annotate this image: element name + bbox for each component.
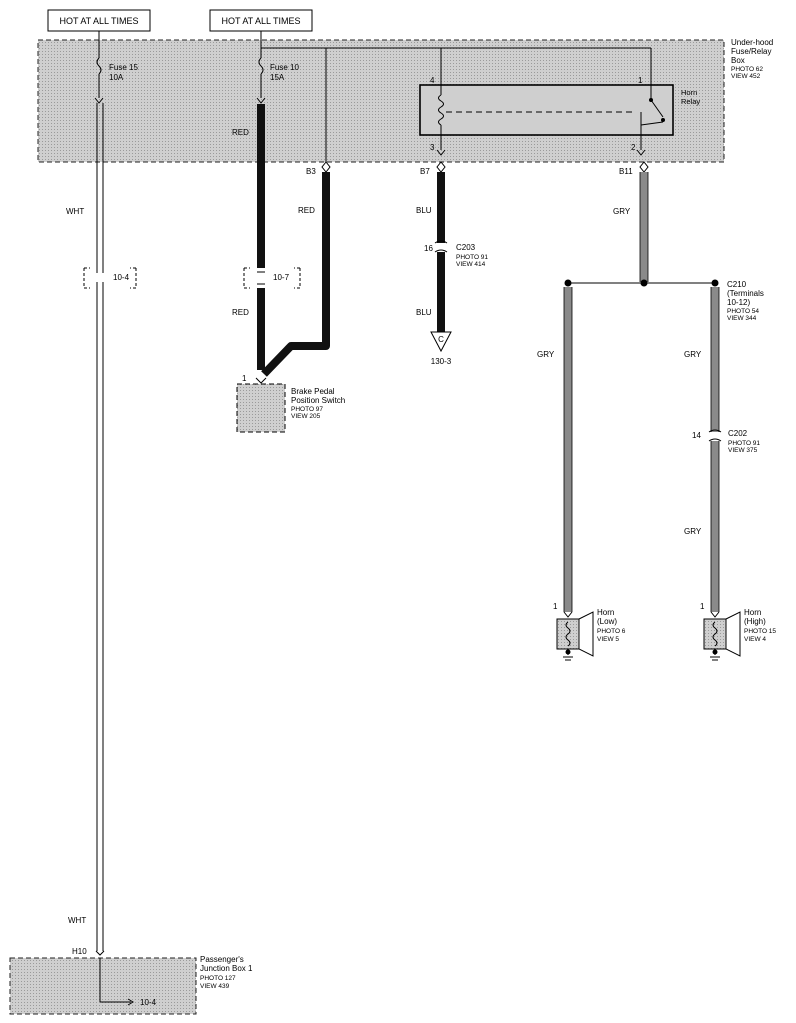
- horn-high: 1 Horn (High) PHOTO 15 VIEW 4: [700, 602, 776, 661]
- svg-text:B11: B11: [619, 167, 633, 176]
- svg-text:14: 14: [692, 431, 701, 440]
- svg-text:RED: RED: [232, 128, 249, 137]
- fuse-box-internal-wiring: [261, 47, 652, 162]
- wire-gry-main: B11 GRY: [613, 161, 649, 282]
- svg-text:Under-hood: Under-hood: [731, 38, 773, 47]
- svg-text:PHOTO 91: PHOTO 91: [728, 440, 760, 447]
- junction-box: H10 10-4 Passenger's Junction Box 1 PHOT…: [9, 947, 253, 1015]
- svg-text:VIEW 4: VIEW 4: [744, 636, 766, 643]
- svg-text:C: C: [438, 335, 444, 344]
- svg-text:GRY: GRY: [613, 207, 631, 216]
- svg-text:130-3: 130-3: [431, 357, 452, 366]
- svg-text:VIEW 414: VIEW 414: [456, 261, 486, 268]
- connector-c202: 14 C202 PHOTO 91 VIEW 375: [692, 429, 760, 454]
- wire-gry-horn-low: GRY: [537, 287, 573, 612]
- fuse-15: Fuse 15 10A: [94, 40, 138, 104]
- svg-text:PHOTO 127: PHOTO 127: [200, 975, 236, 982]
- svg-text:GRY: GRY: [684, 527, 702, 536]
- svg-text:WHT: WHT: [68, 916, 86, 925]
- svg-text:1: 1: [553, 602, 558, 611]
- svg-text:VIEW 5: VIEW 5: [597, 636, 619, 643]
- brake-pedal-switch: 1 Brake Pedal Position Switch PHOTO 97 V…: [236, 374, 345, 433]
- svg-text:1: 1: [638, 76, 643, 85]
- connector-c203: 16 C203 PHOTO 91 VIEW 414: [424, 240, 488, 268]
- svg-text:BLU: BLU: [416, 206, 432, 215]
- svg-text:VIEW 375: VIEW 375: [728, 447, 758, 454]
- svg-text:PHOTO 91: PHOTO 91: [456, 254, 488, 261]
- offpage-connector-c: C 130-3: [430, 331, 452, 366]
- svg-text:HOT AT ALL TIMES: HOT AT ALL TIMES: [221, 16, 300, 26]
- svg-text:GRY: GRY: [684, 350, 702, 359]
- svg-text:3: 3: [430, 143, 435, 152]
- horn-relay: Horn Relay 4 1 3 2: [419, 76, 700, 156]
- svg-text:Fuse/Relay: Fuse/Relay: [731, 47, 771, 56]
- svg-text:Horn: Horn: [681, 88, 697, 97]
- svg-text:B7: B7: [420, 167, 430, 176]
- wire-red-fuse10: RED RED: [232, 104, 265, 370]
- svg-text:4: 4: [430, 76, 435, 85]
- svg-text:Fuse 10: Fuse 10: [270, 63, 299, 72]
- wire-gry-horn-high: GRY GRY: [684, 287, 720, 612]
- svg-text:PHOTO 15: PHOTO 15: [744, 628, 776, 635]
- svg-text:HOT AT ALL TIMES: HOT AT ALL TIMES: [59, 16, 138, 26]
- ref-10-4: 10-4: [83, 267, 137, 289]
- svg-text:PHOTO 62: PHOTO 62: [731, 66, 763, 73]
- svg-text:Passenger's: Passenger's: [200, 955, 244, 964]
- svg-text:Position Switch: Position Switch: [291, 396, 345, 405]
- splice-c210: C210 (Terminals 10-12) PHOTO 54 VIEW 344: [564, 279, 764, 322]
- svg-text:Fuse 15: Fuse 15: [109, 63, 138, 72]
- wire-blu: B7 BLU BLU: [416, 161, 446, 332]
- svg-text:PHOTO 97: PHOTO 97: [291, 406, 323, 413]
- svg-text:C210: C210: [727, 280, 747, 289]
- svg-text:10-4: 10-4: [140, 998, 157, 1007]
- svg-text:1: 1: [700, 602, 705, 611]
- svg-text:VIEW 452: VIEW 452: [731, 73, 761, 80]
- svg-text:10-12): 10-12): [727, 298, 750, 307]
- svg-text:10-7: 10-7: [273, 273, 290, 282]
- svg-text:PHOTO 54: PHOTO 54: [727, 308, 759, 315]
- wire-red-b3: B3 RED: [261, 161, 331, 377]
- fuse-10: Fuse 10 15A: [256, 40, 299, 104]
- svg-text:WHT: WHT: [66, 207, 84, 216]
- svg-text:GRY: GRY: [537, 350, 555, 359]
- horn-low: 1 Horn (Low) PHOTO 6 VIEW 5: [553, 602, 626, 661]
- svg-text:16: 16: [424, 244, 433, 253]
- svg-text:Brake Pedal: Brake Pedal: [291, 387, 335, 396]
- ref-10-7: 10-7: [243, 267, 301, 289]
- svg-text:PHOTO 6: PHOTO 6: [597, 628, 626, 635]
- svg-text:15A: 15A: [270, 73, 285, 82]
- svg-text:(Low): (Low): [597, 617, 617, 626]
- svg-text:Horn: Horn: [744, 608, 761, 617]
- fuse-relay-box: Under-hood Fuse/Relay Box PHOTO 62 VIEW …: [37, 38, 773, 163]
- svg-text:Relay: Relay: [681, 97, 700, 106]
- wire-wht: WHT WHT: [66, 103, 104, 951]
- svg-text:VIEW 344: VIEW 344: [727, 315, 757, 322]
- svg-text:B3: B3: [306, 167, 316, 176]
- svg-text:Box: Box: [731, 56, 745, 65]
- svg-text:H10: H10: [72, 947, 87, 956]
- svg-text:1: 1: [242, 374, 247, 383]
- svg-text:10A: 10A: [109, 73, 124, 82]
- svg-text:BLU: BLU: [416, 308, 432, 317]
- svg-text:Junction Box 1: Junction Box 1: [200, 964, 253, 973]
- svg-text:C202: C202: [728, 429, 748, 438]
- svg-text:VIEW 439: VIEW 439: [200, 983, 230, 990]
- svg-text:2: 2: [631, 143, 636, 152]
- hot-label-2: HOT AT ALL TIMES: [209, 9, 313, 32]
- svg-text:Horn: Horn: [597, 608, 614, 617]
- svg-text:RED: RED: [298, 206, 315, 215]
- svg-text:C203: C203: [456, 243, 476, 252]
- svg-text:VIEW 205: VIEW 205: [291, 413, 321, 420]
- svg-text:(High): (High): [744, 617, 766, 626]
- svg-text:(Terminals: (Terminals: [727, 289, 764, 298]
- hot-label-1: HOT AT ALL TIMES: [47, 9, 151, 32]
- svg-text:RED: RED: [232, 308, 249, 317]
- svg-text:10-4: 10-4: [113, 273, 130, 282]
